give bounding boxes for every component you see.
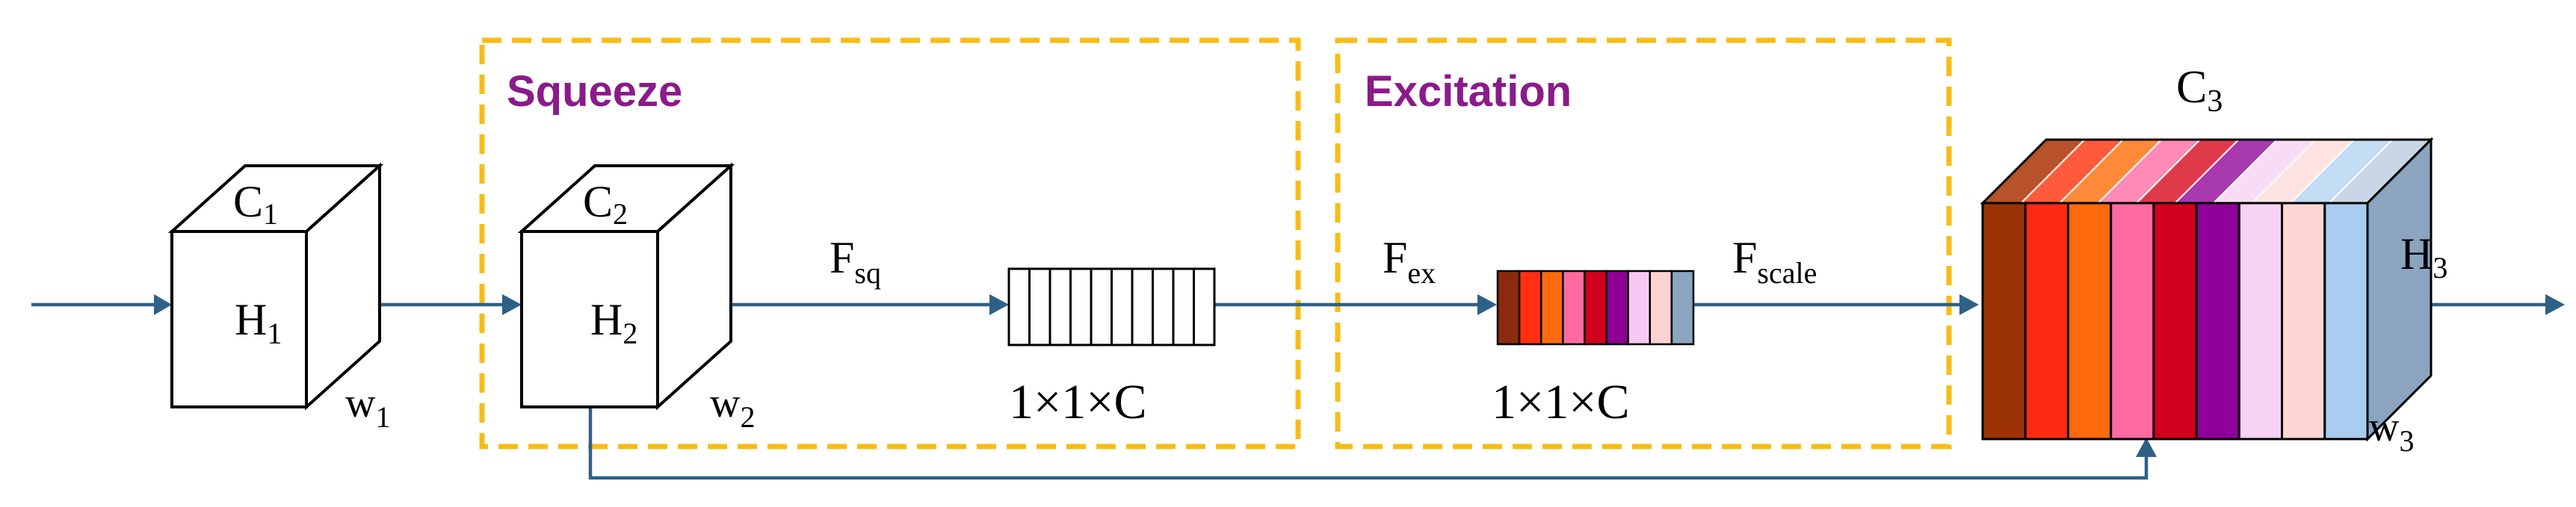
excitation-stage-box xyxy=(1335,37,1952,450)
squeezed-channel-cell xyxy=(1172,267,1195,346)
cube2-width-label: w2 xyxy=(710,380,755,434)
cube3-width-label: w3 xyxy=(2369,404,2414,458)
squeezed-channel-cell xyxy=(1090,267,1113,346)
f-ex-label: Fex xyxy=(1383,233,1436,290)
excitation-channel-cell xyxy=(1605,270,1629,346)
scaled-output-cube xyxy=(1980,137,2434,442)
skip-connection-arrow xyxy=(588,407,2157,480)
f-ex-arrow xyxy=(1212,294,1497,315)
cube2-channel-label: C2 xyxy=(583,177,628,231)
cube1-channel-label: C1 xyxy=(233,177,278,231)
cube1-width-label: w1 xyxy=(345,380,390,434)
cube2-height-label: H2 xyxy=(590,295,637,350)
scaled-channel-slice xyxy=(2323,202,2369,441)
excitation-title: Excitation xyxy=(1365,67,1572,116)
excitation-channel-cell xyxy=(1670,270,1695,346)
squeeze-title: Squeeze xyxy=(507,67,682,116)
squeeze-input-cube xyxy=(517,162,735,411)
f-scale-label: Fscale xyxy=(1732,233,1817,290)
cube1-to-cube2-arrow xyxy=(380,294,522,315)
squeeze-stage-box xyxy=(479,37,1301,450)
squeezed-channel-cell xyxy=(1152,267,1175,346)
scaled-cube-top-outline xyxy=(1980,138,2434,205)
squeezed-channel-cell xyxy=(1048,267,1072,346)
excitation-channel-cell xyxy=(1649,270,1673,346)
scaled-channel-slice xyxy=(2024,202,2069,441)
excitation-channel-cell xyxy=(1584,270,1607,346)
squeezed-vector xyxy=(1007,267,1216,346)
excitation-channel-cell xyxy=(1539,270,1564,346)
scaled-channel-slice xyxy=(1981,202,2027,441)
squeezed-channel-cell xyxy=(1028,267,1051,346)
scaled-channel-slice xyxy=(2110,202,2155,441)
squeezed-channel-cell xyxy=(1069,267,1093,346)
excitation-channel-cell xyxy=(1562,270,1586,346)
input-arrow xyxy=(31,294,172,315)
scaled-channel-slice xyxy=(2066,202,2113,441)
f-sq-arrow xyxy=(731,294,1009,315)
f-sq-label: Fsq xyxy=(830,233,881,290)
cube3-channel-label: C3 xyxy=(2176,62,2223,119)
squeezed-channel-cell xyxy=(1007,267,1031,346)
excitation-vector xyxy=(1496,270,1695,346)
cube1-height-label: H1 xyxy=(235,295,282,350)
squeezed-channel-cell xyxy=(1131,267,1154,346)
squeezed-vector-label: 1×1×C xyxy=(1009,375,1146,429)
scaled-channel-slice xyxy=(2281,202,2326,441)
input-feature-cube xyxy=(167,162,384,411)
scaled-channel-slice xyxy=(2152,202,2198,441)
scaled-channel-slice xyxy=(2195,202,2240,441)
scaled-channel-slice xyxy=(2237,202,2284,441)
f-scale-arrow xyxy=(1693,294,1979,315)
cube3-height-label: H3 xyxy=(2400,229,2447,284)
excitation-channel-cell xyxy=(1627,270,1652,346)
excitation-vector-label: 1×1×C xyxy=(1492,375,1629,429)
excitation-channel-cell xyxy=(1496,270,1521,346)
squeezed-channel-cell xyxy=(1111,267,1134,346)
excitation-channel-cell xyxy=(1518,270,1542,346)
squeezed-channel-cell xyxy=(1193,267,1216,346)
